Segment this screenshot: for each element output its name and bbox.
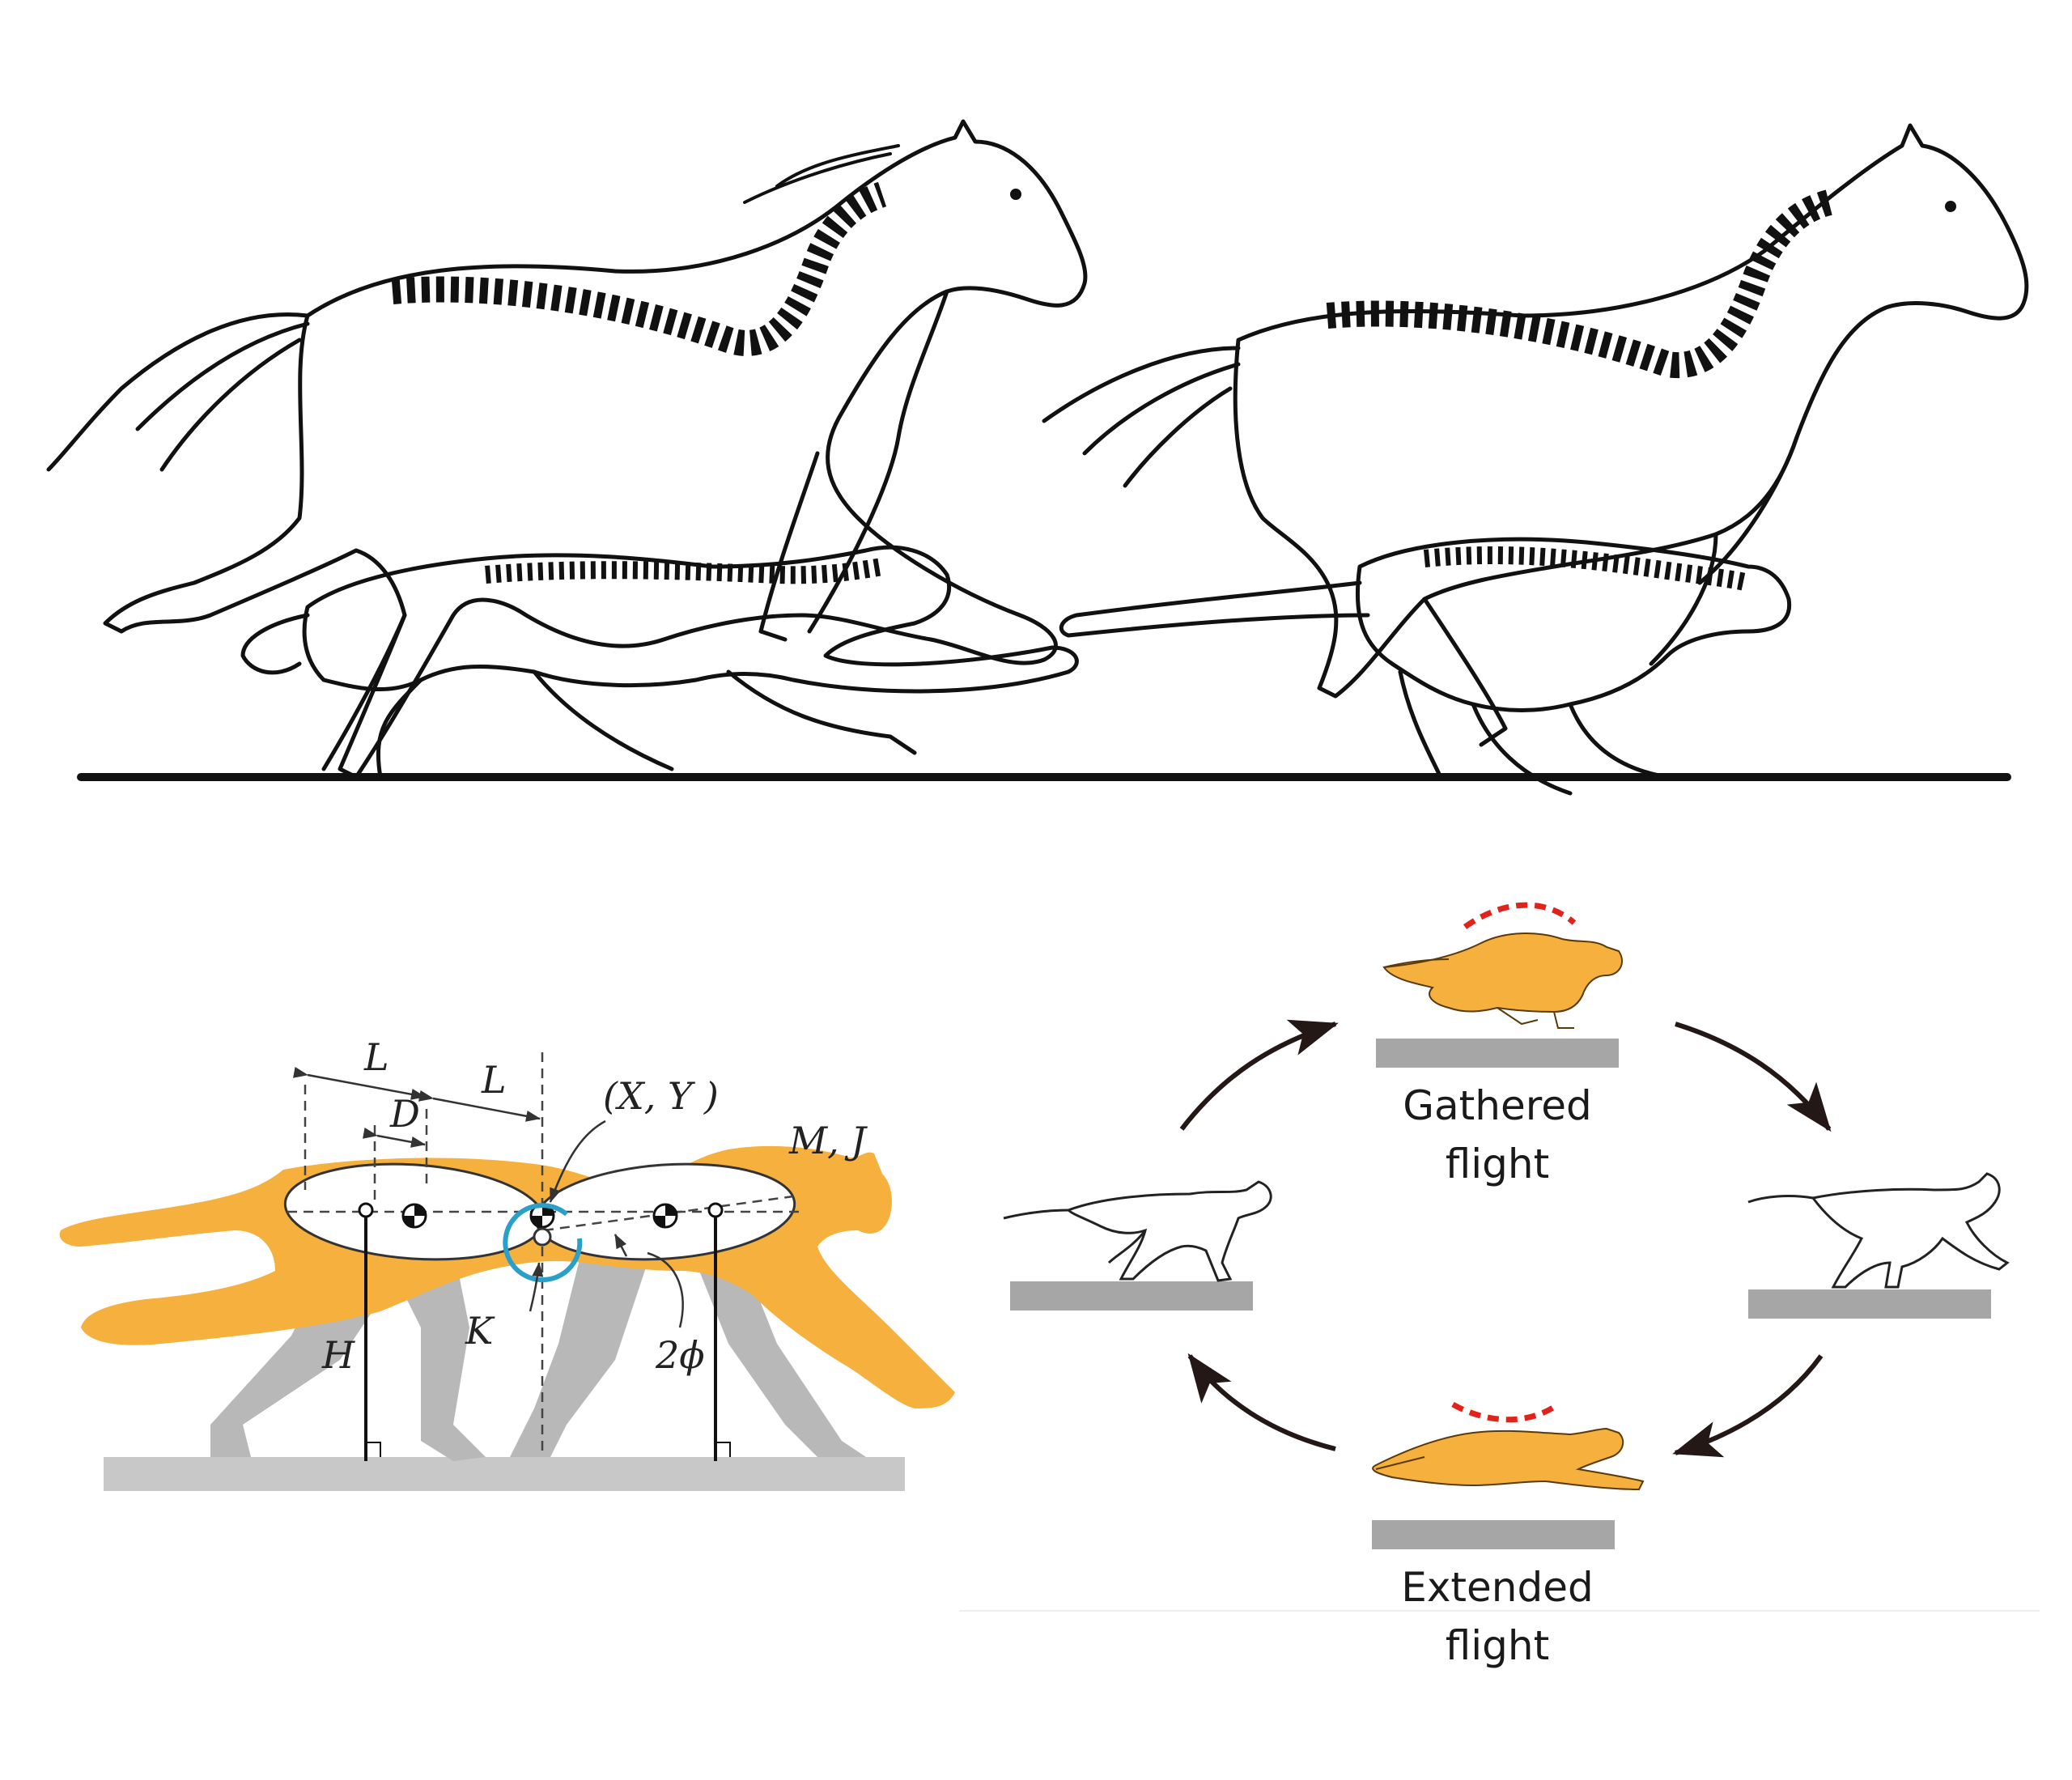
label-K: K — [465, 1309, 495, 1353]
label-extended-line1: Extended — [1401, 1564, 1594, 1611]
dimension-lines — [293, 1067, 684, 1328]
front-shoulder-joint — [707, 1202, 724, 1218]
label-L-front: L — [481, 1058, 507, 1102]
cheetah-left-stance — [1003, 1180, 1272, 1282]
cycle-panel — [959, 902, 2040, 1612]
arc-gathered — [1463, 902, 1577, 929]
label-gathered-flight: Gathered flight — [1392, 1077, 1603, 1193]
horse-left — [46, 119, 1088, 780]
label-MJ: M, J — [788, 1119, 868, 1162]
horse-right — [1042, 123, 2029, 747]
label-extended-line2: flight — [1445, 1622, 1550, 1669]
cheetah-right — [1059, 537, 1792, 796]
label-L-rear: L — [363, 1035, 389, 1079]
cheetah-right-stance — [1747, 1172, 2010, 1289]
model-ground — [104, 1457, 905, 1491]
label-XY: (X, Y ) — [603, 1074, 719, 1118]
cheetah-left — [240, 545, 1079, 780]
arc-extended — [1451, 1401, 1560, 1423]
label-2phi: 2ϕ — [655, 1333, 705, 1377]
ground-right — [1748, 1289, 1991, 1319]
label-gathered-line2: flight — [1445, 1141, 1550, 1187]
label-D: D — [389, 1092, 420, 1136]
model-panel: L L D (X, Y ) M, J H K 2ϕ — [59, 1035, 955, 1491]
cheetah-gathered — [1382, 932, 1623, 1029]
label-extended-flight: Extended flight — [1376, 1558, 1619, 1675]
top-panel — [46, 119, 2029, 796]
ground-left — [1010, 1281, 1253, 1311]
label-gathered-line1: Gathered — [1403, 1082, 1592, 1129]
label-H: H — [321, 1333, 355, 1377]
cycle-arrows — [1179, 1019, 1832, 1458]
torsion-spring — [503, 1203, 583, 1283]
ground-extended — [1372, 1520, 1615, 1549]
model-leg-lines — [364, 1210, 731, 1461]
rear-hip-joint — [358, 1202, 374, 1218]
com-markers — [401, 1203, 678, 1229]
ground-gathered — [1376, 1039, 1619, 1068]
cheetah-extended — [1372, 1427, 1645, 1491]
